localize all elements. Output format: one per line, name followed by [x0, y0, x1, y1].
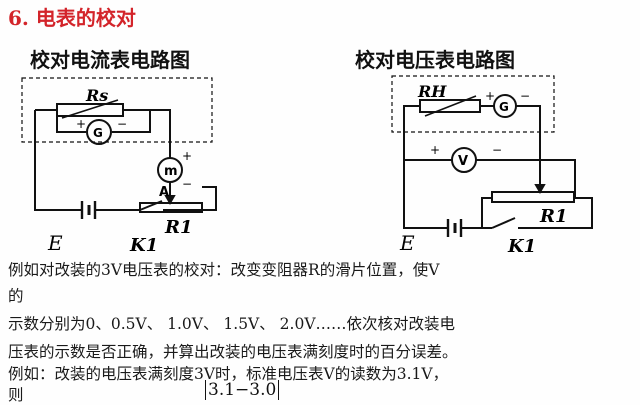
label-a: A [159, 185, 169, 200]
label-plus-m: + [182, 149, 192, 163]
paragraph-line-6: 则 [8, 386, 24, 404]
voltmeter-diagram-title: 校对电压表电路图 [355, 48, 515, 72]
label-plus-g-right: + [485, 89, 495, 103]
left-outer-wire [34, 110, 72, 211]
label-m: m [164, 164, 178, 179]
label-rs: Rs [85, 86, 108, 105]
label-minus-g-right: − [520, 89, 530, 103]
label-minus-g-left: − [117, 117, 127, 131]
label-k1-right: K1 [507, 236, 536, 257]
section-heading: 6. 电表的校对 [8, 6, 136, 30]
shunt-resistor-rs [56, 103, 124, 117]
paragraph-line-4: 压表的示数是否正确，并算出改装的电压表满刻度时的百分误差。 [8, 343, 458, 361]
paragraph-line-5: 例如：改装的电压表满刻度3V时，标准电压表V的读数为3.1V， [8, 365, 449, 383]
label-plus-v: + [430, 143, 440, 157]
label-k1-left: K1 [129, 235, 158, 256]
error-formula: 3.1−3.0 [205, 380, 280, 400]
paragraph-line-2: 的 [8, 287, 24, 305]
label-rh: RH [417, 82, 447, 101]
paragraph-line-1: 例如对改装的3V电压表的校对：改变变阻器R的滑片位置，使V [8, 261, 440, 279]
voltmeter-enclosure [391, 75, 555, 133]
ammeter-enclosure [21, 77, 213, 143]
label-v: V [458, 154, 468, 169]
label-minus-m: − [182, 177, 192, 191]
right-rheostat [491, 191, 575, 203]
paragraph-line-3: 示数分别为0、0.5V、 1.0V、 1.5V、 2.0V……依次核对改装电 [8, 315, 456, 333]
label-plus-g-left: + [76, 117, 86, 131]
label-r1-right: R1 [539, 206, 567, 227]
ammeter-diagram-title: 校对电流表电路图 [30, 48, 190, 72]
label-r1-left: R1 [164, 217, 192, 238]
label-g-right: G [499, 100, 509, 114]
label-g-left: G [93, 126, 103, 140]
label-e-left: E [47, 231, 63, 255]
label-e-right: E [399, 231, 415, 255]
label-minus-v: − [492, 143, 502, 157]
galvanometer-left [86, 119, 112, 145]
